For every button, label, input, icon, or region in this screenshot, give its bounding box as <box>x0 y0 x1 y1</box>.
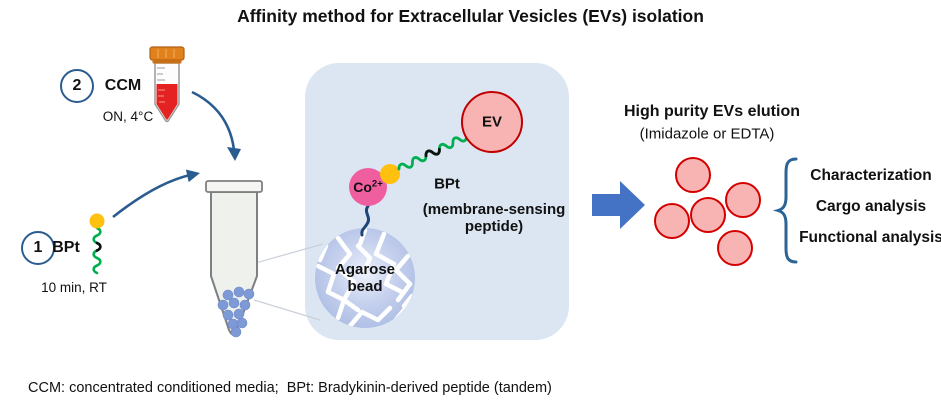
cobalt-ion-label: Co2+ <box>353 178 383 195</box>
block-arrow-right-icon <box>592 181 645 229</box>
bpt-condition: 10 min, RT <box>41 280 107 296</box>
elution-heading: High purity EVs elution <box>623 102 801 120</box>
analysis-cargo: Cargo analysis <box>815 198 927 216</box>
peptide-icon <box>89 213 105 275</box>
step2-badge: 2 <box>60 69 94 103</box>
arrow-bpt-to-tube-icon <box>112 169 200 219</box>
agarose-bead-icon <box>315 228 415 328</box>
analysis-functional: Functional analysis <box>799 229 941 247</box>
analysis-characterization: Characterization <box>810 167 932 185</box>
bpt-label: BPt <box>52 238 80 256</box>
elution-subheading: (Imidazole or EDTA) <box>639 125 775 143</box>
bpt-squiggle-icon <box>397 134 468 171</box>
falcon-tube-icon <box>149 46 185 123</box>
agarose-bead-label: Agarose bead <box>334 260 396 295</box>
eluted-evs-icon <box>654 157 761 266</box>
centrifuge-tube-icon <box>205 180 263 338</box>
bpt-detail-note: (membrane-sensing peptide) <box>422 200 566 235</box>
step1-badge: 1 <box>21 231 55 265</box>
step1-number: 1 <box>33 239 43 256</box>
ccm-label: CCM <box>104 76 142 94</box>
bead-linker-icon <box>360 204 371 237</box>
linker-dot-icon <box>380 164 400 184</box>
bpt-detail-label: BPt <box>434 175 460 193</box>
tube-beads <box>217 286 255 338</box>
callout-lines <box>251 243 324 321</box>
ccm-condition: ON, 4°C <box>102 109 154 125</box>
brace-icon <box>772 157 798 264</box>
ev-circle-icon <box>461 91 523 153</box>
arrow-ccm-to-tube-icon <box>191 90 241 161</box>
cobalt-ion-icon <box>349 168 387 206</box>
figure-title: Affinity method for Extracellular Vesicl… <box>237 6 704 26</box>
abbreviation-caption: CCM: concentrated conditioned media; BPt… <box>28 380 552 396</box>
step2-number: 2 <box>72 77 82 94</box>
ev-label: EV <box>481 113 503 131</box>
